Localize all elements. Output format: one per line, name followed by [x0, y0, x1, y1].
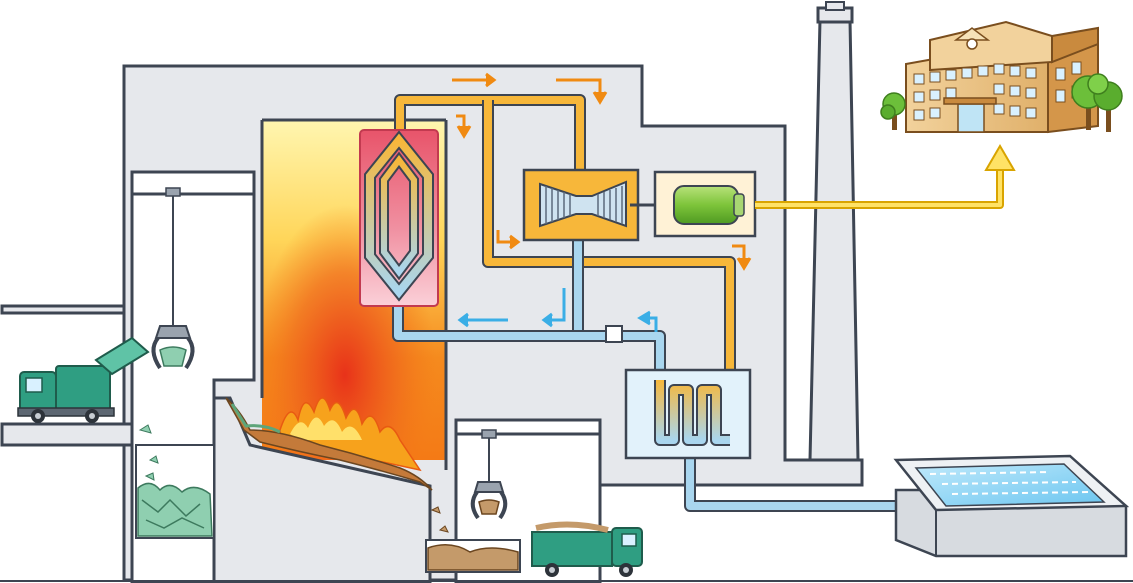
steam-flow-arrows — [452, 72, 752, 271]
tree-icon — [880, 92, 906, 130]
stoker-grate — [212, 396, 432, 583]
power-line — [755, 144, 1016, 209]
dump-truck-icon — [531, 521, 643, 577]
garbage-truck-icon — [17, 336, 150, 423]
tree-icon — [1071, 73, 1123, 132]
chimney-icon — [808, 1, 860, 462]
crane-grab-icon — [151, 187, 195, 370]
condenser-icon — [624, 368, 752, 460]
water-flow-arrows — [457, 288, 658, 332]
heated-pool-icon — [893, 454, 1130, 558]
boiler-icon — [359, 129, 439, 307]
steam-turbine-icon — [522, 168, 676, 242]
generator-icon — [653, 170, 757, 238]
crane-grab-icon — [470, 429, 508, 520]
ash-pit-icon — [425, 506, 521, 573]
building-icon — [905, 20, 1099, 134]
waste-pit-icon — [135, 424, 215, 539]
